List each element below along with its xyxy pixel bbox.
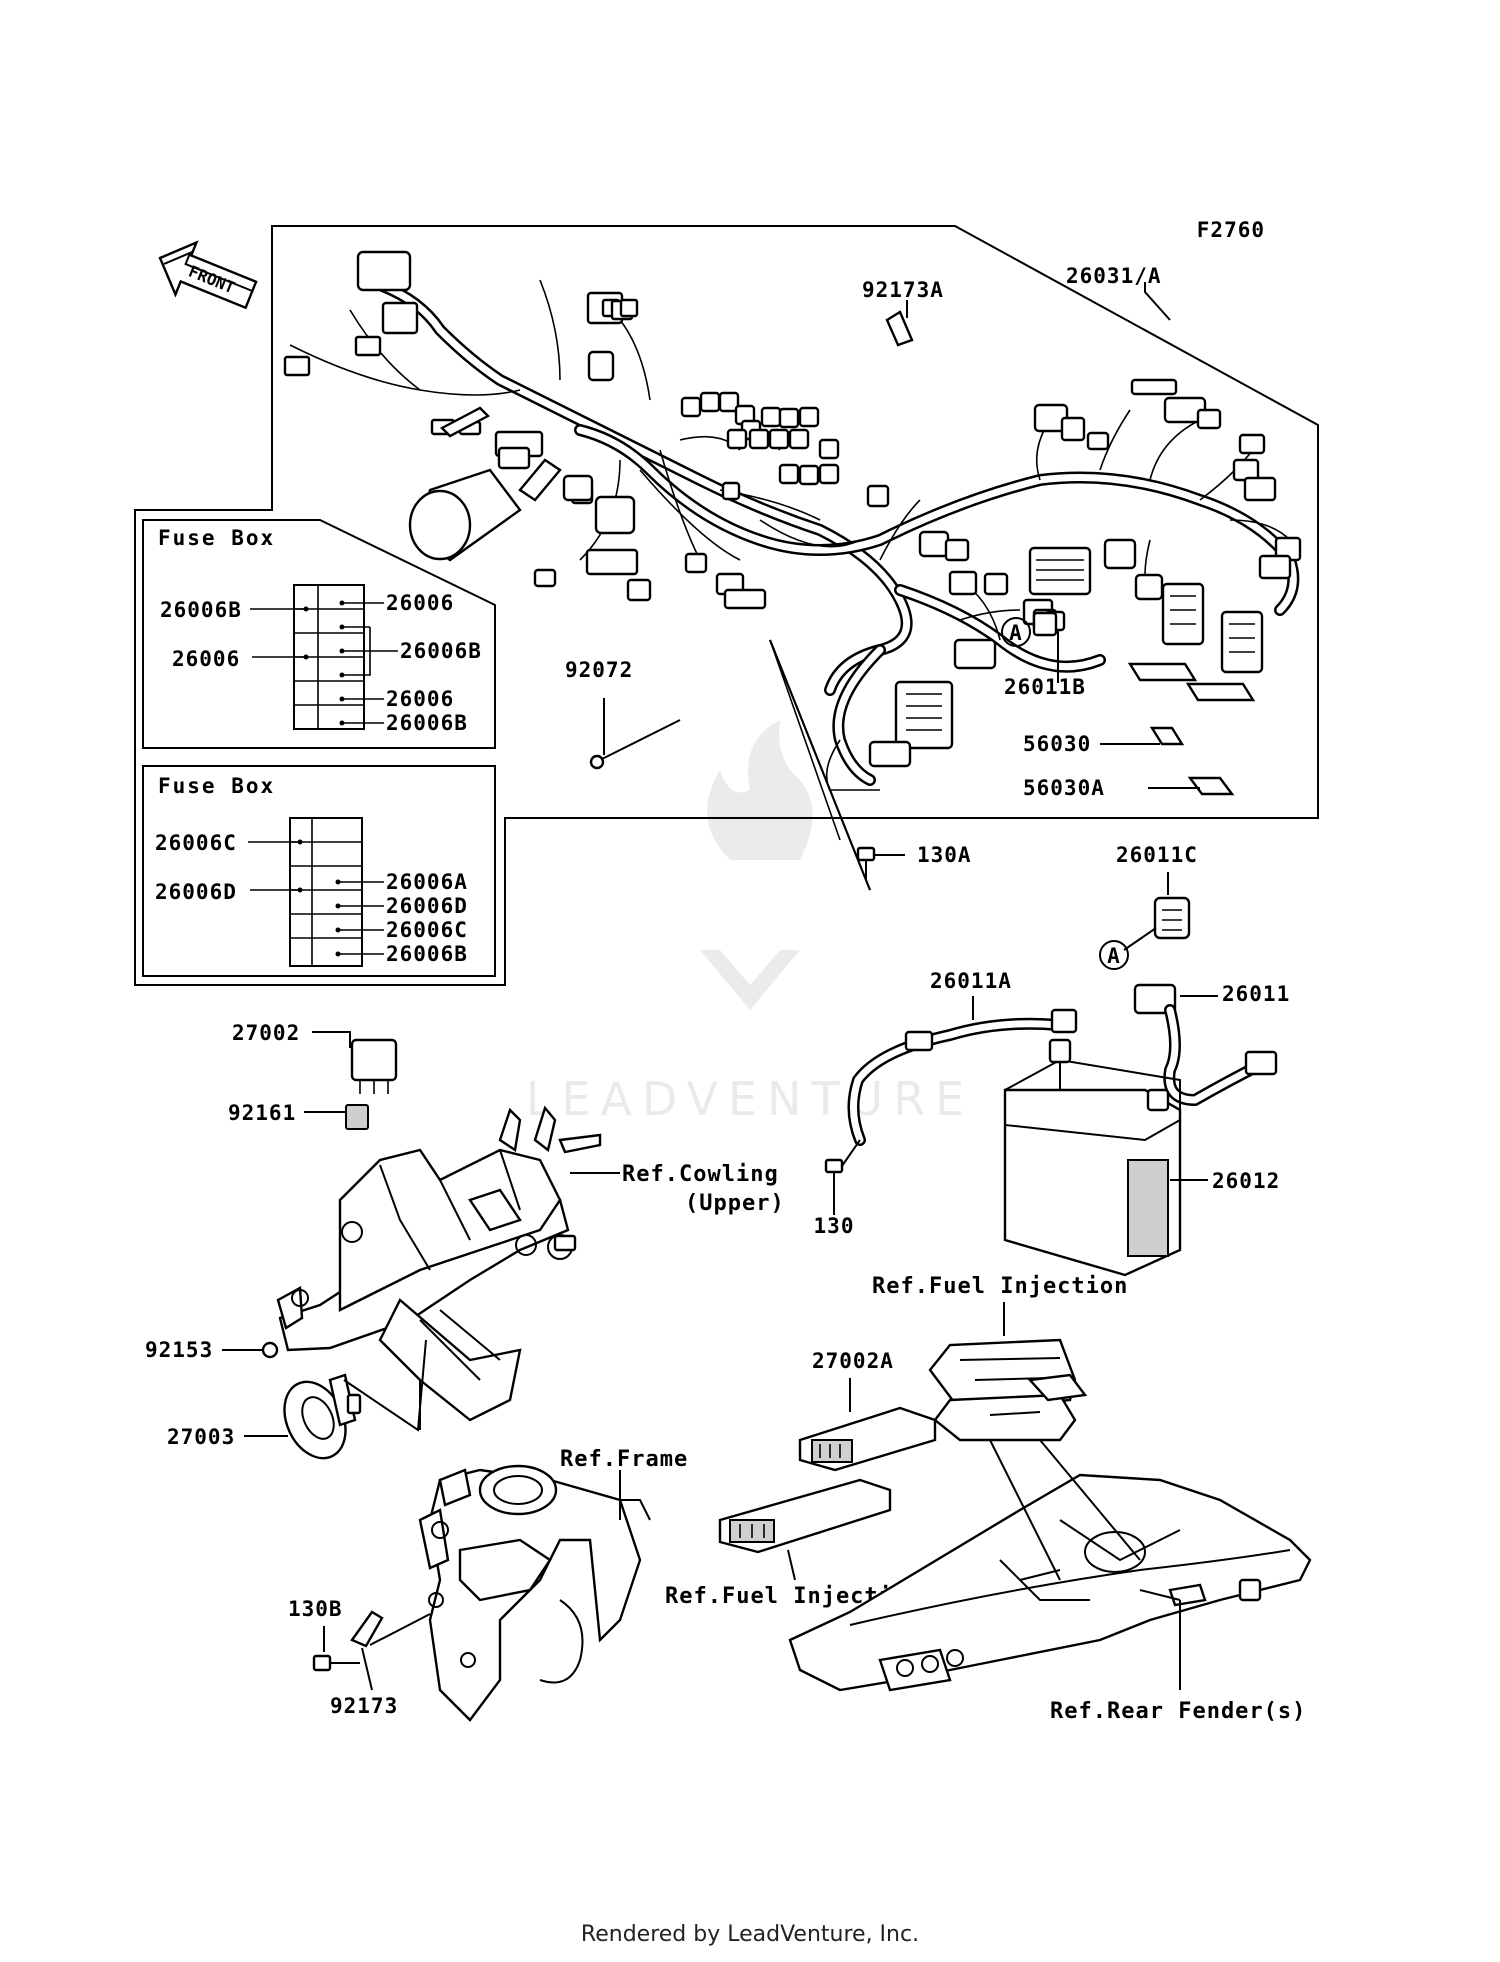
label-56030a: 56030A	[1023, 776, 1105, 800]
bolt-130b	[312, 1654, 360, 1672]
svg-text:A: A	[1107, 944, 1121, 968]
ecu-unit-2	[718, 1478, 892, 1554]
connector-26011b	[1032, 611, 1058, 637]
bolt-130	[824, 1139, 861, 1215]
rear-fender	[788, 1473, 1312, 1692]
label-26011a: 26011A	[930, 969, 1012, 993]
label-26012: 26012	[1212, 1169, 1280, 1193]
fuse-box-2-right-label-0: 26006A	[386, 870, 468, 894]
svg-text:A: A	[1009, 621, 1023, 645]
clip-92173a	[885, 310, 914, 347]
harness-leaders	[603, 282, 1200, 891]
fuse-box-2-left-label-0: 26006C	[155, 831, 237, 855]
label-27002: 27002	[232, 1021, 300, 1045]
watermark: LEADVENTURE	[526, 720, 975, 1126]
harness-boundary	[134, 225, 1319, 986]
fuse-box-2-title: Fuse Box	[158, 774, 275, 798]
fuse-box-1-title: Fuse Box	[158, 526, 275, 550]
clip-92173	[350, 1610, 384, 1648]
label-26031: 26031/A	[1066, 264, 1162, 288]
battery-cable-26011	[1133, 983, 1278, 1106]
fuse-box-cover-1	[1127, 662, 1198, 682]
tie-92072	[599, 719, 681, 761]
label-56030a	[1187, 776, 1235, 796]
label-27002a: 27002A	[812, 1349, 894, 1373]
ref-frame: Ref.Frame	[560, 1447, 688, 1472]
ref-cowling-sub: (Upper)	[685, 1191, 785, 1216]
fuse-box-2-right-label-2: 26006C	[386, 918, 468, 942]
fuse-box-2-right-label-1: 26006D	[386, 894, 468, 918]
callout-a-1: A	[1001, 617, 1031, 647]
battery-26012	[1003, 1038, 1182, 1277]
label-56030	[1149, 726, 1185, 746]
label-92072: 92072	[565, 658, 633, 682]
relay-box-1	[1161, 582, 1205, 646]
connector-26011c	[1153, 896, 1191, 940]
fuse-box-1: Fuse Box 26006B 26006 26006 26006B 26006…	[142, 519, 496, 749]
fuse-box-1-right-label-1: 26006B	[400, 639, 482, 663]
wiring-harness	[289, 279, 1300, 791]
fuse-box-1-left-label-0: 26006B	[160, 598, 242, 622]
label-26011: 26011	[1222, 982, 1290, 1006]
label-130b: 130B	[288, 1597, 343, 1621]
label-92153: 92153	[145, 1338, 213, 1362]
footer: Rendered by LeadVenture, Inc.	[580, 1922, 920, 1947]
frame	[418, 1464, 651, 1722]
label-130a: 130A	[917, 843, 972, 867]
diagram-code: F2760	[1197, 218, 1265, 242]
ecu-27002a	[798, 1406, 937, 1472]
fuse-box-1-right-label-2: 26006	[386, 687, 454, 711]
label-26011b: 26011B	[1004, 675, 1086, 699]
label-92161: 92161	[228, 1101, 296, 1125]
ecu-bracket	[928, 1338, 1088, 1442]
label-92173a: 92173A	[862, 278, 944, 302]
fuse-box-2: Fuse Box 26006C 26006D 26006A 26006D 260…	[142, 765, 496, 977]
label-26011c: 26011C	[1116, 843, 1198, 867]
relay-box-2	[1220, 610, 1264, 674]
label-130: 130	[814, 1214, 855, 1238]
fuse-box-1-right-label-0: 26006	[386, 591, 454, 615]
fuse-box-2-right-label-3: 26006B	[386, 942, 468, 966]
fuse-box-2-left-label-1: 26006D	[155, 880, 237, 904]
nut-92153	[261, 1341, 279, 1359]
watermark-text: LEADVENTURE	[526, 1072, 975, 1126]
front-arrow: FRONT	[158, 240, 258, 310]
fuse-box-1-left-label-1: 26006	[172, 647, 240, 671]
battery-cable-26011a	[847, 1008, 1078, 1146]
fuse-box-cover-2	[1185, 682, 1256, 702]
regulator	[1028, 546, 1092, 596]
label-92173: 92173	[330, 1694, 398, 1718]
horn-27003	[283, 1373, 362, 1460]
ecu-connector	[894, 680, 954, 750]
fuse-box-1-right-label-3: 26006B	[386, 711, 468, 735]
harness-connectors	[283, 250, 1302, 768]
relay-27002	[350, 1038, 398, 1094]
cowling-stay	[276, 1105, 602, 1422]
bolt-130a	[856, 846, 905, 880]
callout-a-2: A	[1099, 940, 1129, 970]
label-56030: 56030	[1023, 732, 1091, 756]
ref-cowling: Ref.Cowling	[622, 1162, 779, 1187]
bracket-92161	[345, 1104, 369, 1130]
label-27003: 27003	[167, 1425, 235, 1449]
ref-rear-fender: Ref.Rear Fender(s)	[1050, 1699, 1306, 1724]
main-connector	[356, 250, 412, 292]
ref-fuel-injection-1: Ref.Fuel Injection	[872, 1274, 1128, 1299]
